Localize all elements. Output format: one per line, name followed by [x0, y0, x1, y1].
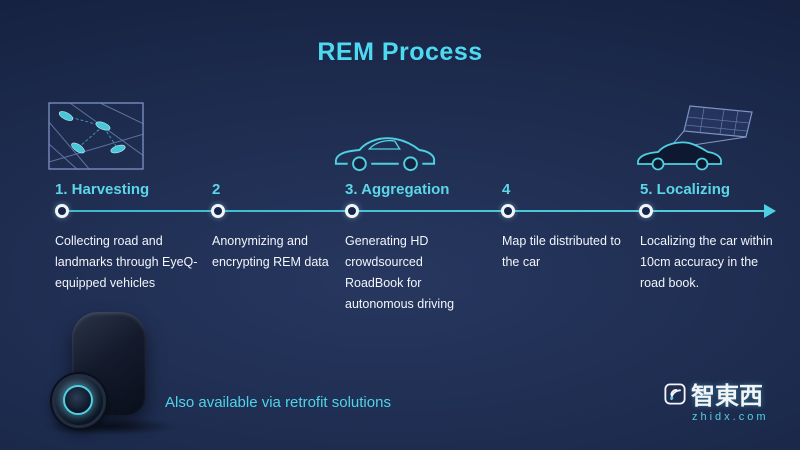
step-desc-anonymizing: Anonymizing and encrypting REM data	[212, 234, 329, 269]
watermark-brand: 智東西	[691, 383, 763, 410]
retrofit-note: Also available via retrofit solutions	[165, 394, 391, 411]
step-heading-localizing: 5. Localizing	[640, 181, 731, 198]
step-heading-harvesting: 1. Harvesting	[55, 181, 150, 198]
timeline-dot-2	[211, 204, 225, 218]
step-desc-aggregation: Generating HD crowdsourced RoadBook for …	[345, 234, 455, 311]
timeline-line	[58, 210, 766, 212]
step-heading-aggregation: 3. Aggregation	[345, 181, 450, 198]
watermark-logo: 智東西 zhidx.com	[664, 376, 784, 423]
map-with-vehicles-icon	[48, 102, 144, 170]
step-desc-harvesting: Collecting road and landmarks through Ey…	[55, 234, 198, 290]
timeline-dot-4	[501, 204, 515, 218]
car-with-map-projection-icon	[637, 105, 753, 171]
car-silhouette-icon	[334, 137, 436, 172]
timeline-dot-1	[55, 204, 69, 218]
timeline-arrowhead-icon	[764, 204, 776, 218]
timeline-dot-5	[639, 204, 653, 218]
step-heading-4: 4	[502, 181, 511, 198]
step-heading-2: 2	[212, 181, 221, 198]
page-title: REM Process	[317, 38, 483, 66]
timeline-dot-3	[345, 204, 359, 218]
watermark-domain: zhidx.com	[692, 411, 769, 423]
device-lens-inner-ring-icon	[63, 385, 93, 415]
zhidx-logo-icon	[664, 382, 686, 405]
step-desc-map-tile: Map tile distributed to the car	[502, 234, 621, 269]
step-desc-localizing: Localizing the car within 10cm accuracy …	[640, 234, 773, 290]
